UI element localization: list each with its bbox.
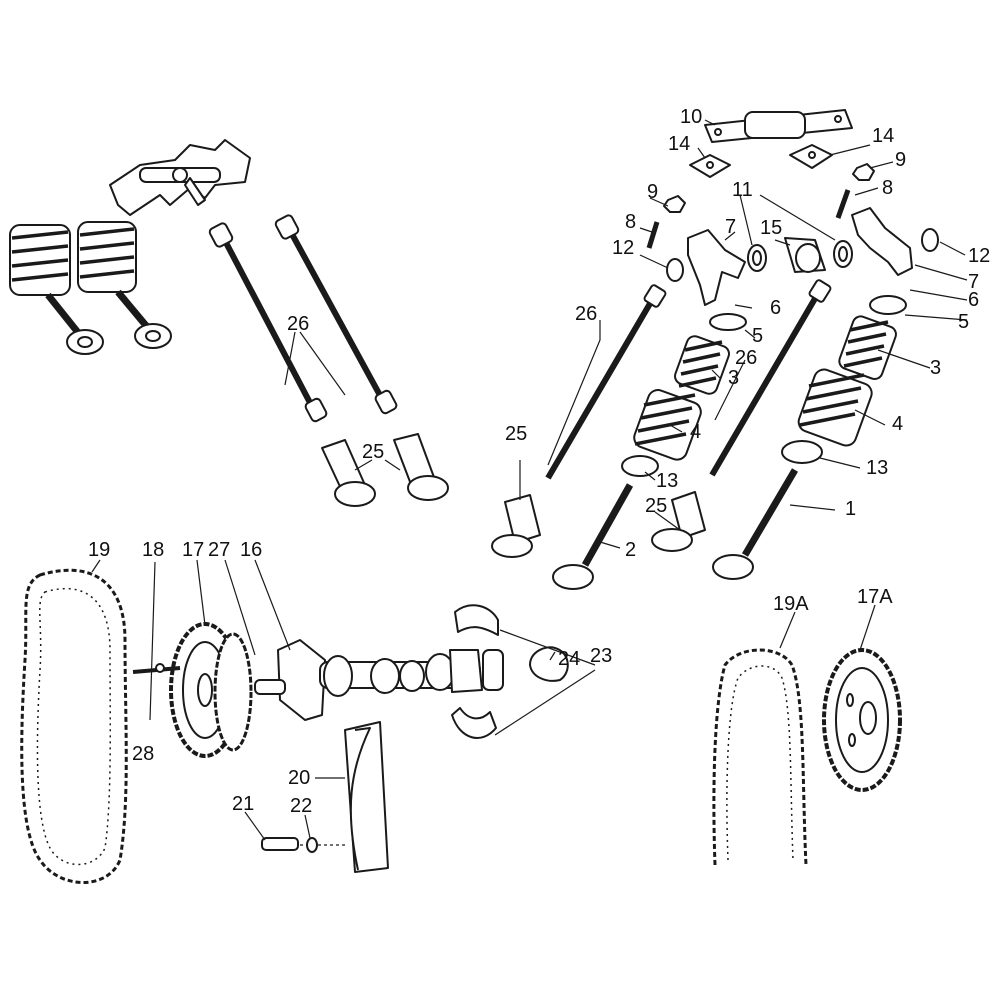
callout-6-outer: 6 bbox=[968, 289, 979, 311]
callout-21: 21 bbox=[232, 793, 254, 815]
callout-20: 20 bbox=[288, 767, 310, 789]
callout-1: 1 bbox=[845, 498, 856, 520]
callout-7-outer: 7 bbox=[968, 271, 979, 293]
rocker-assembly-drawing bbox=[109, 139, 251, 216]
callout-10: 10 bbox=[680, 106, 702, 128]
bushes-and-washers-drawing bbox=[666, 228, 939, 282]
callout-25-right-lower: 25 bbox=[645, 495, 667, 517]
callout-2: 2 bbox=[625, 539, 636, 561]
adjuster-screws-drawing bbox=[646, 163, 875, 249]
left-tappets-drawing bbox=[321, 433, 449, 507]
callout-12-inner: 12 bbox=[612, 237, 634, 259]
callout-13-inner: 13 bbox=[656, 470, 678, 492]
callout-22: 22 bbox=[290, 795, 312, 817]
leader-lines bbox=[91, 119, 968, 841]
rocker-pads-drawing bbox=[689, 144, 833, 178]
callout-14-outer: 14 bbox=[872, 125, 894, 147]
callout-26-right-middle: 26 bbox=[735, 347, 757, 369]
callout-8-outer: 8 bbox=[882, 177, 893, 199]
bearing-shells-drawing bbox=[451, 604, 569, 739]
callout-8-inner: 8 bbox=[625, 211, 636, 233]
callout-7-inner: 7 bbox=[725, 216, 736, 238]
callout-11: 11 bbox=[732, 179, 753, 201]
callout-9-outer: 9 bbox=[895, 149, 906, 171]
right-push-rods-drawing bbox=[545, 279, 832, 480]
callout-3-outer: 3 bbox=[930, 357, 941, 379]
right-tappets-drawing bbox=[491, 491, 706, 558]
callout-25-left: 25 bbox=[362, 441, 384, 463]
rocker-arms-drawing bbox=[687, 207, 913, 306]
callout-6-inner: 6 bbox=[770, 297, 781, 319]
outer-valve-assembly-drawing bbox=[712, 295, 907, 580]
callout-17A: 17A bbox=[857, 586, 893, 608]
callout-17: 17 bbox=[182, 539, 204, 561]
inner-valve-assembly-drawing bbox=[552, 313, 747, 590]
chain-tensioner-drawing bbox=[261, 721, 389, 873]
callout-27: 27 bbox=[208, 539, 230, 561]
callout-18: 18 bbox=[142, 539, 164, 561]
cam-sprocket-drawing bbox=[132, 622, 253, 758]
callout-15: 15 bbox=[760, 217, 782, 239]
callout-19: 19 bbox=[88, 539, 110, 561]
left-valve-spring-2-drawing bbox=[77, 221, 172, 349]
callout-26-right-upper: 26 bbox=[575, 303, 597, 325]
callout-5-outer: 5 bbox=[958, 311, 969, 333]
left-push-rods-drawing bbox=[208, 214, 398, 423]
alt-chain-drawing bbox=[712, 648, 808, 866]
callout-19A: 19A bbox=[773, 593, 809, 615]
callout-14-inner: 14 bbox=[668, 133, 690, 155]
callout-26-left: 26 bbox=[287, 313, 309, 335]
callout-3-inner: 3 bbox=[728, 367, 739, 389]
callout-24: 24 bbox=[558, 648, 580, 670]
rocker-shaft-drawing bbox=[704, 109, 853, 143]
alt-sprocket-drawing bbox=[822, 648, 902, 792]
callout-25-right-upper: 25 bbox=[505, 423, 527, 445]
timing-chain-drawing bbox=[20, 568, 128, 884]
callout-4-inner: 4 bbox=[690, 421, 701, 443]
callout-13-outer: 13 bbox=[866, 457, 888, 479]
callout-4-outer: 4 bbox=[892, 413, 903, 435]
left-valve-spring-1-drawing bbox=[9, 224, 104, 355]
callout-16: 16 bbox=[240, 539, 262, 561]
callout-12-outer: 12 bbox=[968, 245, 990, 267]
callout-labels: 1 2 3 3 4 4 5 5 6 6 7 7 8 8 9 9 10 11 12… bbox=[88, 106, 990, 817]
callout-5-inner: 5 bbox=[752, 325, 763, 347]
camshaft-drawing bbox=[254, 639, 504, 721]
callout-9-inner: 9 bbox=[647, 181, 658, 203]
callout-23: 23 bbox=[590, 645, 612, 667]
callout-28: 28 bbox=[132, 743, 154, 765]
